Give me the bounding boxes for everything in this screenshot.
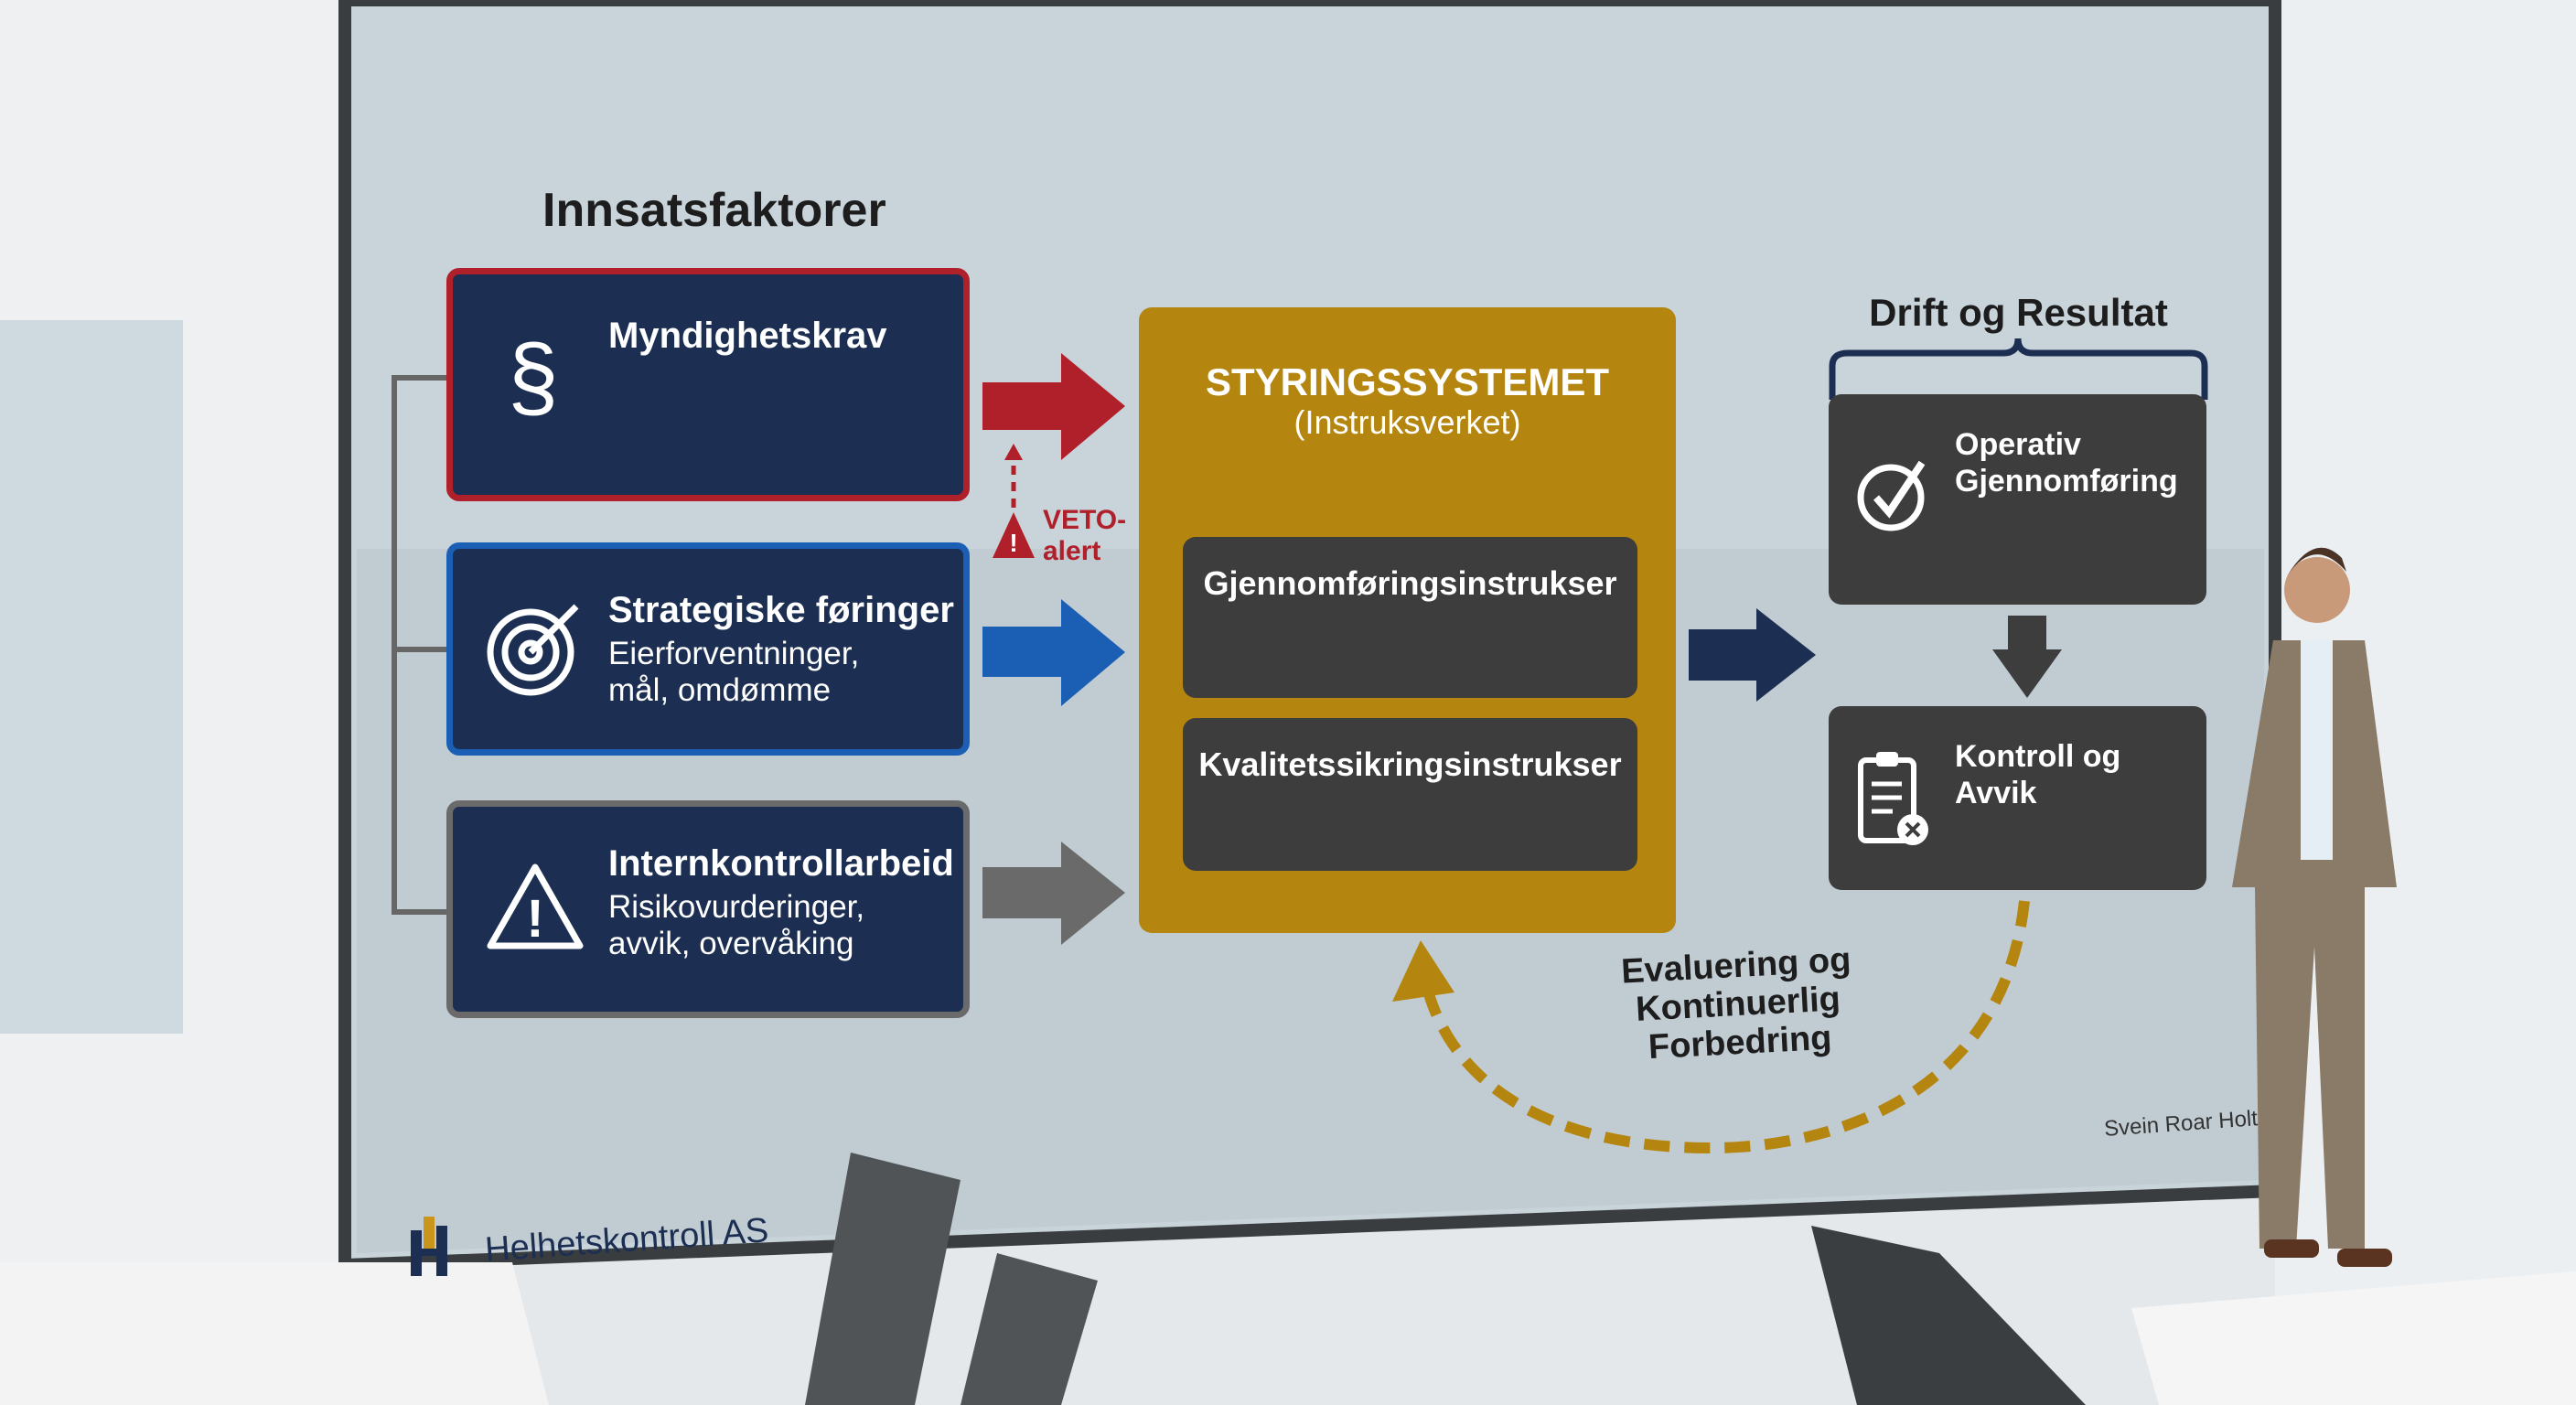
feedback-label: Evaluering og Kontinuerlig Forbedring <box>1620 940 1852 1067</box>
output-title: Operativ Gjennomføring <box>1955 427 2178 499</box>
input-title: Internkontrollarbeid <box>608 843 954 884</box>
chair <box>805 1153 961 1405</box>
system-item: Gjennomføringsinstrukser <box>1183 537 1637 698</box>
input-subtitle: Risikovurderinger, avvik, overvåking <box>608 889 865 961</box>
inputs-heading: Innsatsfaktorer <box>542 184 886 237</box>
chair <box>961 1253 1098 1405</box>
output-box-operativ: Operativ Gjennomføring <box>1829 394 2206 605</box>
arrow-blue <box>982 599 1125 706</box>
system-title: STYRINGSSYSTEMET <box>1205 360 1610 403</box>
output-bracket <box>1829 338 2208 400</box>
input-connector-line <box>392 375 446 915</box>
chair <box>1811 1226 2086 1405</box>
svg-text:!: ! <box>526 889 543 949</box>
veto-alert-label: VETO-alert <box>1043 505 1127 566</box>
input-title: Strategiske føringer <box>608 590 954 630</box>
input-title: Myndighetskrav <box>608 316 887 356</box>
arrow-navy <box>1689 608 1816 702</box>
veto-warning-icon <box>993 512 1035 558</box>
output-box-kontroll: Kontroll og Avvik <box>1829 706 2206 890</box>
arrow-down <box>1992 616 2062 698</box>
arrow-red <box>982 353 1125 460</box>
feedback-arc <box>1422 900 2030 1154</box>
desk <box>0 1262 549 1405</box>
output-heading: Drift og Resultat <box>1869 291 2168 334</box>
system-item-label: Gjennomføringsinstrukser <box>1203 564 1617 602</box>
check-circle-icon <box>1857 460 1926 531</box>
table <box>2131 1271 2576 1405</box>
system-item: Kvalitetssikringsinstrukser <box>1183 718 1637 871</box>
svg-text:!: ! <box>1009 529 1017 557</box>
warning-icon: ! <box>487 863 584 949</box>
window <box>0 320 183 1034</box>
output-title: Kontroll og Avvik <box>1955 739 2121 810</box>
logo-icon <box>411 1217 447 1276</box>
arrow-grey <box>982 842 1125 945</box>
system-item-label: Kvalitetssikringsinstrukser <box>1198 745 1622 783</box>
target-icon <box>487 604 579 696</box>
clipboard-x-icon <box>1858 752 1928 845</box>
input-box-myndighetskrav: § Myndighetskrav <box>446 268 970 501</box>
feedback-arrowhead <box>1392 940 1454 1002</box>
section-sign-icon: § <box>508 326 559 428</box>
input-box-strategiske: Strategiske føringer Eierforventninger, … <box>446 542 970 756</box>
input-subtitle: Eierforventninger, mål, omdømme <box>608 636 860 708</box>
styringssystemet-box: STYRINGSSYSTEMET (Instruksverket) Gjenno… <box>1139 307 1676 933</box>
person-presenter <box>2232 547 2397 1267</box>
input-box-internkontroll: ! Internkontrollarbeid Risikovurderinger… <box>446 800 970 1018</box>
system-subtitle: (Instruksverket) <box>1293 403 1521 441</box>
